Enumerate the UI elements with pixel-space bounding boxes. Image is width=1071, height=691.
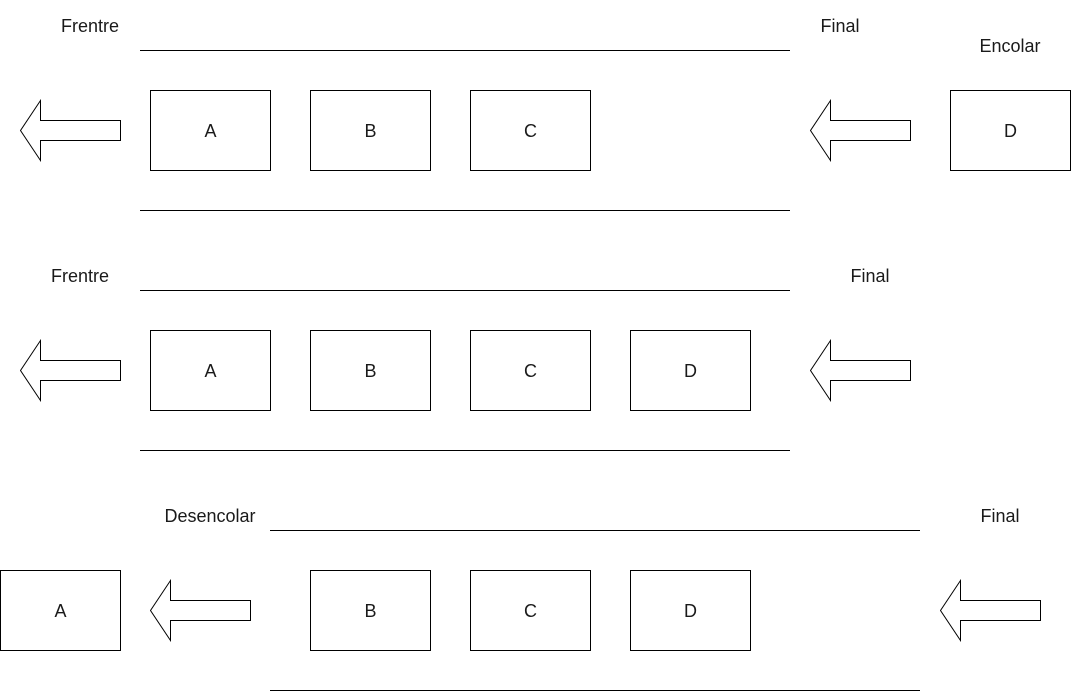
queue-item: B: [310, 90, 431, 171]
entry-arrow-icon: [809, 338, 911, 403]
queue-item-label: A: [204, 121, 216, 141]
end-label: Final: [820, 16, 859, 36]
enqueue-label: Encolar: [979, 36, 1040, 56]
dequeue-label: Desencolar: [164, 506, 255, 526]
front-label: Frentre: [51, 266, 109, 286]
row-dequeue: Desencolar Final A B C D: [0, 506, 1041, 691]
incoming-item-label: D: [1004, 121, 1017, 141]
end-label: Final: [980, 506, 1019, 526]
queue-item-label: B: [364, 361, 376, 381]
queue-item: C: [470, 330, 591, 411]
queue-item: D: [630, 570, 751, 651]
queue-item-label: B: [364, 601, 376, 621]
row-after-enqueue: Frentre Final A B C D: [19, 266, 911, 451]
queue-item: B: [310, 330, 431, 411]
entry-arrow-icon: [939, 578, 1041, 643]
queue-item: A: [150, 330, 271, 411]
front-label: Frentre: [61, 16, 119, 36]
queue-item-label: B: [364, 121, 376, 141]
row-enqueue: Frentre Final Encolar A B C D: [19, 16, 1071, 211]
queue-item-label: C: [524, 601, 537, 621]
queue-item-label: C: [524, 121, 537, 141]
outgoing-item: A: [0, 570, 121, 651]
end-label: Final: [850, 266, 889, 286]
queue-item-label: D: [684, 601, 697, 621]
queue-item-label: D: [684, 361, 697, 381]
exit-arrow-icon: [19, 98, 121, 163]
queue-item-label: C: [524, 361, 537, 381]
incoming-item: D: [950, 90, 1071, 171]
exit-arrow-icon: [19, 338, 121, 403]
queue-item: C: [470, 570, 591, 651]
outgoing-item-label: A: [54, 601, 66, 621]
queue-item: B: [310, 570, 431, 651]
queue-item-label: A: [204, 361, 216, 381]
queue-item: A: [150, 90, 271, 171]
dequeue-arrow-icon: [149, 578, 251, 643]
enqueue-arrow-icon: [809, 98, 911, 163]
queue-item: D: [630, 330, 751, 411]
queue-item: C: [470, 90, 591, 171]
